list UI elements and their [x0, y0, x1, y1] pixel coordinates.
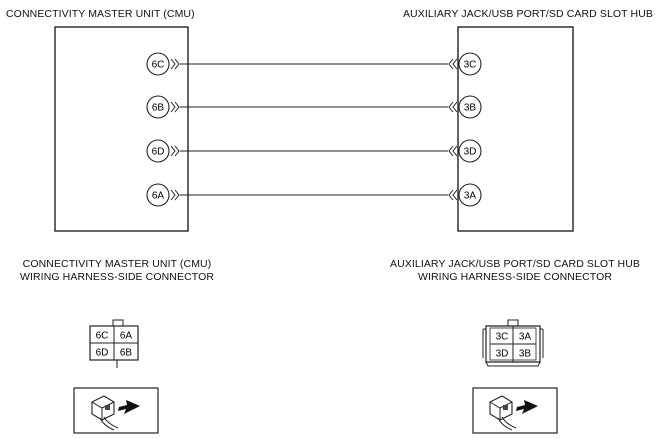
hub-terminal-chevron-icon — [448, 58, 458, 70]
right-harness-title-line2: WIRING HARNESS-SIDE CONNECTOR — [417, 271, 613, 283]
cmu-pin-circle-6c — [146, 52, 170, 76]
cmu-pin-label-6c: 6C — [152, 60, 165, 71]
cmu-terminal-chevron-icon — [170, 58, 180, 70]
hub-pin-circle-3c — [458, 52, 482, 76]
hub-pin-label-3c: 3C — [464, 60, 477, 71]
cmu-pin-label-6b: 6B — [152, 103, 165, 114]
cmu-cell-6a: 6A — [120, 331, 133, 342]
cmu-pin-circle-6d — [146, 139, 170, 163]
left-harness-title-line2: WIRING HARNESS-SIDE CONNECTOR — [19, 271, 215, 283]
left-unit-title: CONNECTIVITY MASTER UNIT (CMU) — [6, 8, 195, 20]
cmu-unit-box — [54, 26, 189, 232]
cmu-cell-6d: 6D — [96, 348, 109, 359]
cmu-pin-circle-6a — [146, 183, 170, 207]
hub-terminal-chevron-icon — [448, 145, 458, 157]
hub-pin-circle-3b — [458, 95, 482, 119]
hub-cell-3d: 3D — [496, 349, 509, 360]
hub-pin-circle-3d — [458, 139, 482, 163]
hub-pin-circle-3a — [458, 183, 482, 207]
cmu-pin-circle-6b — [146, 95, 170, 119]
hub-view-direction-icon — [472, 387, 558, 434]
hub-pin-label-3d: 3D — [464, 147, 477, 158]
left-harness-title: CONNECTIVITY MASTER UNIT (CMU) WIRING HA… — [6, 258, 228, 284]
cmu-terminal-chevron-icon — [170, 189, 180, 201]
hub-cell-3c: 3C — [496, 332, 509, 343]
hub-pin-label-3a: 3A — [464, 191, 477, 202]
hub-terminal-chevron-icon — [448, 101, 458, 113]
cmu-terminal-chevron-icon — [170, 101, 180, 113]
cmu-cell-6c: 6C — [96, 331, 109, 342]
right-unit-title: AUXILIARY JACK/USB PORT/SD CARD SLOT HUB — [402, 8, 653, 20]
right-harness-title-line1: AUXILIARY JACK/USB PORT/SD CARD SLOT HUB — [389, 258, 641, 270]
cmu-connector-face: 6C 6A 6D 6B — [89, 319, 139, 368]
cmu-cell-6b: 6B — [120, 348, 133, 359]
cmu-terminal-chevron-icon — [170, 145, 180, 157]
cmu-view-direction-icon — [73, 387, 159, 434]
hub-cell-3b: 3B — [519, 349, 532, 360]
cmu-pin-label-6a: 6A — [152, 191, 165, 202]
hub-cell-3a: 3A — [519, 332, 532, 343]
hub-unit-box — [457, 26, 574, 232]
left-harness-title-line1: CONNECTIVITY MASTER UNIT (CMU) — [22, 258, 212, 270]
cmu-pin-label-6d: 6D — [152, 147, 165, 158]
right-harness-title: AUXILIARY JACK/USB PORT/SD CARD SLOT HUB… — [372, 258, 658, 284]
hub-pin-label-3b: 3B — [464, 103, 477, 114]
hub-connector-face: 3C 3A 3D 3B — [482, 319, 544, 367]
hub-terminal-chevron-icon — [448, 189, 458, 201]
